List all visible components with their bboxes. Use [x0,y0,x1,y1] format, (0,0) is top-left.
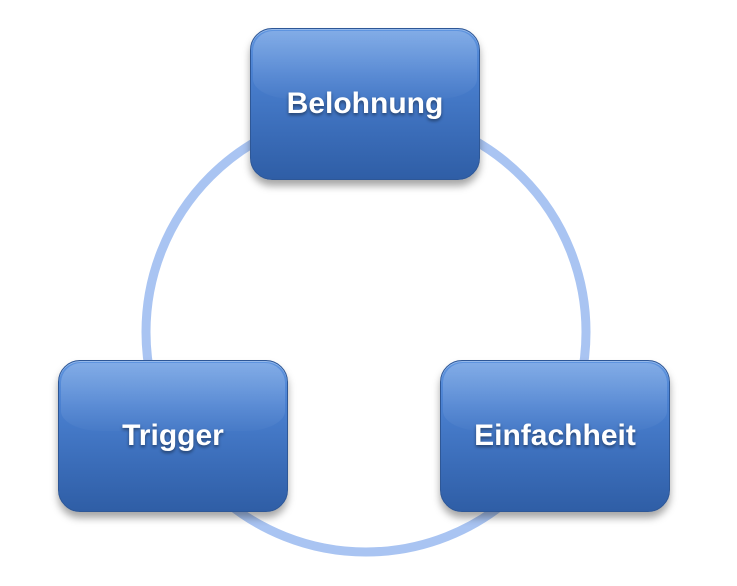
node-label: Einfachheit [474,419,636,452]
node-label: Trigger [122,419,224,452]
node-einfachheit: Einfachheit [440,360,670,512]
node-trigger: Trigger [58,360,288,512]
node-belohnung: Belohnung [250,28,480,180]
node-label: Belohnung [286,87,444,120]
